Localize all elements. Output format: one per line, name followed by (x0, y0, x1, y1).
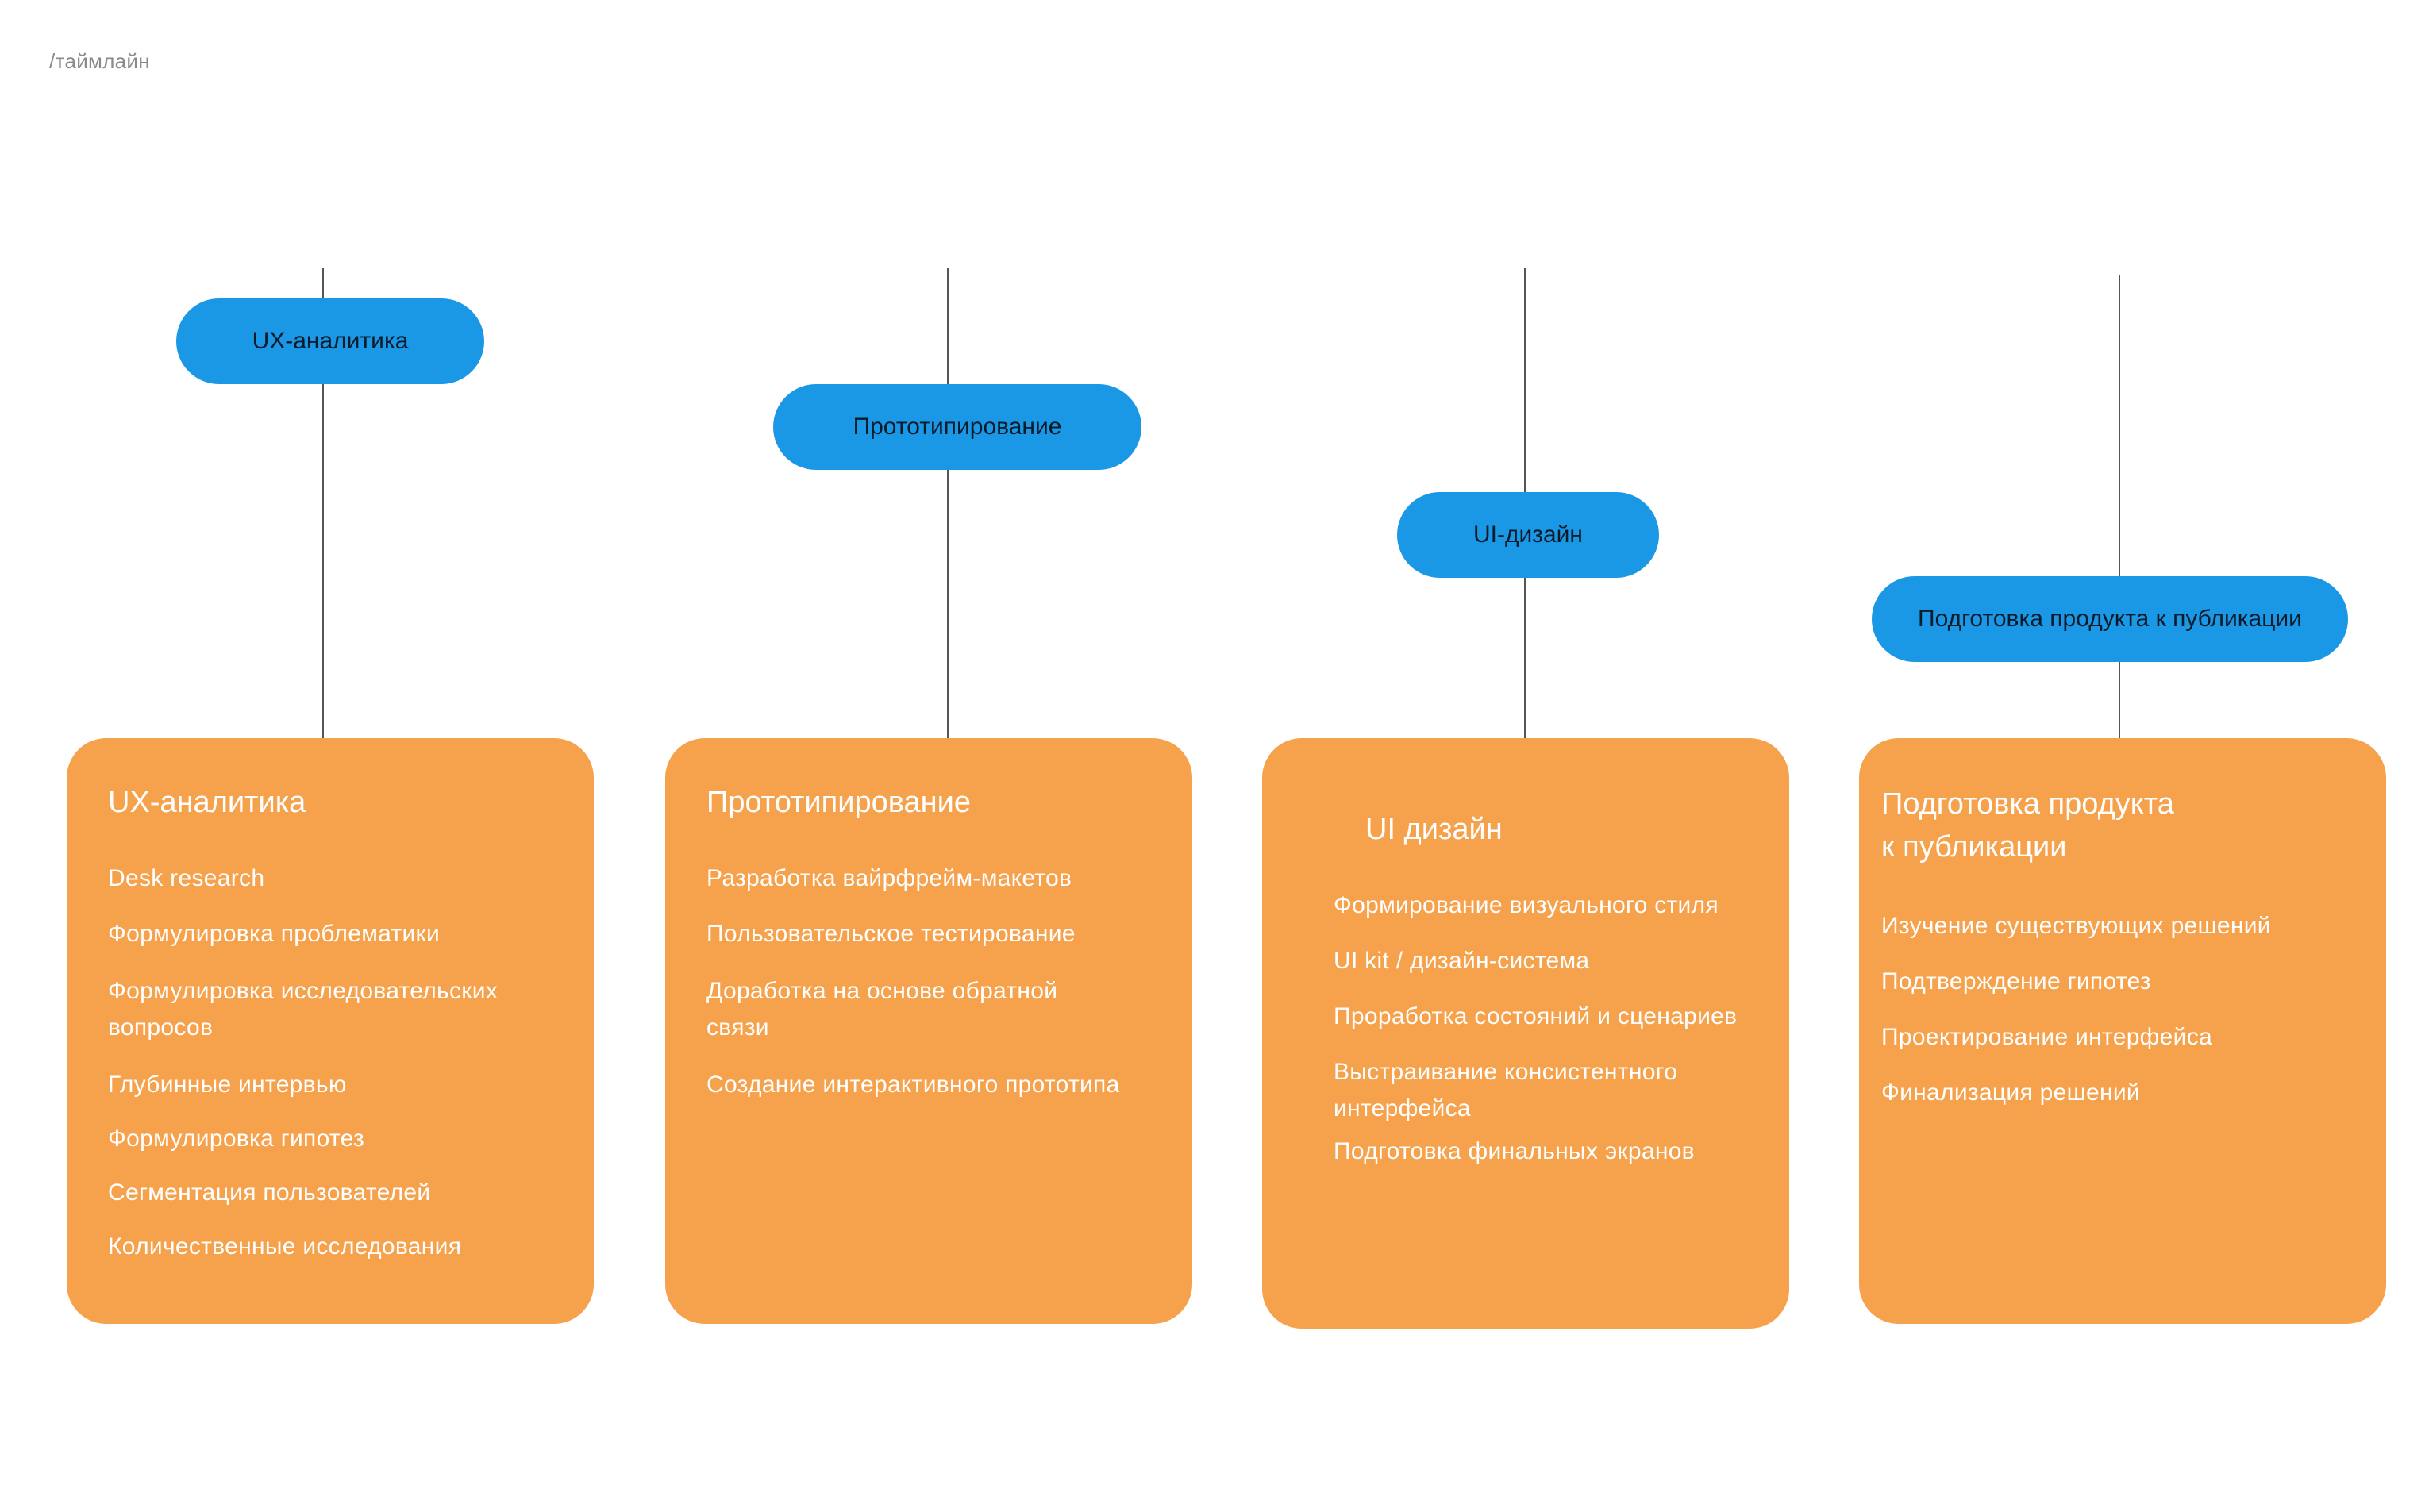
card-item: Разработка вайрфрейм-макетов (706, 865, 1072, 891)
card-item: Подтверждение гипотез (1881, 968, 2151, 995)
card-item: Изучение существующих решений (1881, 913, 2271, 939)
card-title: UI дизайн (1365, 813, 1503, 846)
connector-line-publication (2119, 275, 2120, 738)
card-item: Выстраивание консистентного (1334, 1059, 1678, 1085)
connector-line-prototyping (947, 268, 949, 738)
breadcrumb: /таймлайн (49, 49, 150, 73)
card-item: Desk research (108, 865, 265, 891)
card-title: Подготовка продукта к публикации (1881, 787, 2174, 864)
stage-card-ux-analytics: UX-аналитика Desk research Формулировка … (67, 738, 594, 1324)
card-item: UI kit / дизайн-система (1334, 948, 1590, 974)
stage-card-publication: Подготовка продукта к публикации Изучени… (1859, 738, 2386, 1324)
card-item: связи (706, 1014, 769, 1041)
card-item: вопросов (108, 1014, 214, 1041)
card-item: Проработка состояний и сценариев (1334, 1003, 1738, 1029)
stage-pill-ui-design: UI-дизайн (1397, 492, 1659, 578)
stage-card-ui-design: UI дизайн Формирование визуального стиля… (1262, 738, 1789, 1329)
card-item: интерфейса (1334, 1095, 1471, 1121)
stage-card-prototyping: Прототипирование Разработка вайрфрейм-ма… (665, 738, 1192, 1324)
stage-pill-ux-analytics: UX-аналитика (176, 298, 484, 384)
card-item: Формулировка проблематики (108, 921, 441, 947)
card-item: Пользовательское тестирование (706, 921, 1076, 947)
card-item: Сегментация пользователей (108, 1179, 431, 1206)
card-item: Глубинные интервью (108, 1071, 347, 1098)
card-item: Формулировка гипотез (108, 1125, 365, 1152)
connector-line-ux-analytics (322, 268, 324, 738)
card-title: UX-аналитика (108, 786, 306, 819)
card-item: Финализация решений (1881, 1079, 2140, 1106)
card-item: Количественные исследования (108, 1233, 462, 1260)
card-item: Формулировка исследовательских (108, 978, 499, 1004)
card-item: Формирование визуального стиля (1334, 892, 1719, 918)
card-item: Подготовка финальных экранов (1334, 1138, 1695, 1164)
stage-pill-prototyping: Прототипирование (773, 384, 1141, 470)
stage-pill-publication: Подготовка продукта к публикации (1872, 576, 2348, 662)
card-item: Проектирование интерфейса (1881, 1024, 2212, 1050)
card-item: Создание интерактивного прототипа (706, 1071, 1120, 1098)
card-item: Доработка на основе обратной (706, 978, 1058, 1004)
card-title: Прототипирование (706, 786, 971, 819)
